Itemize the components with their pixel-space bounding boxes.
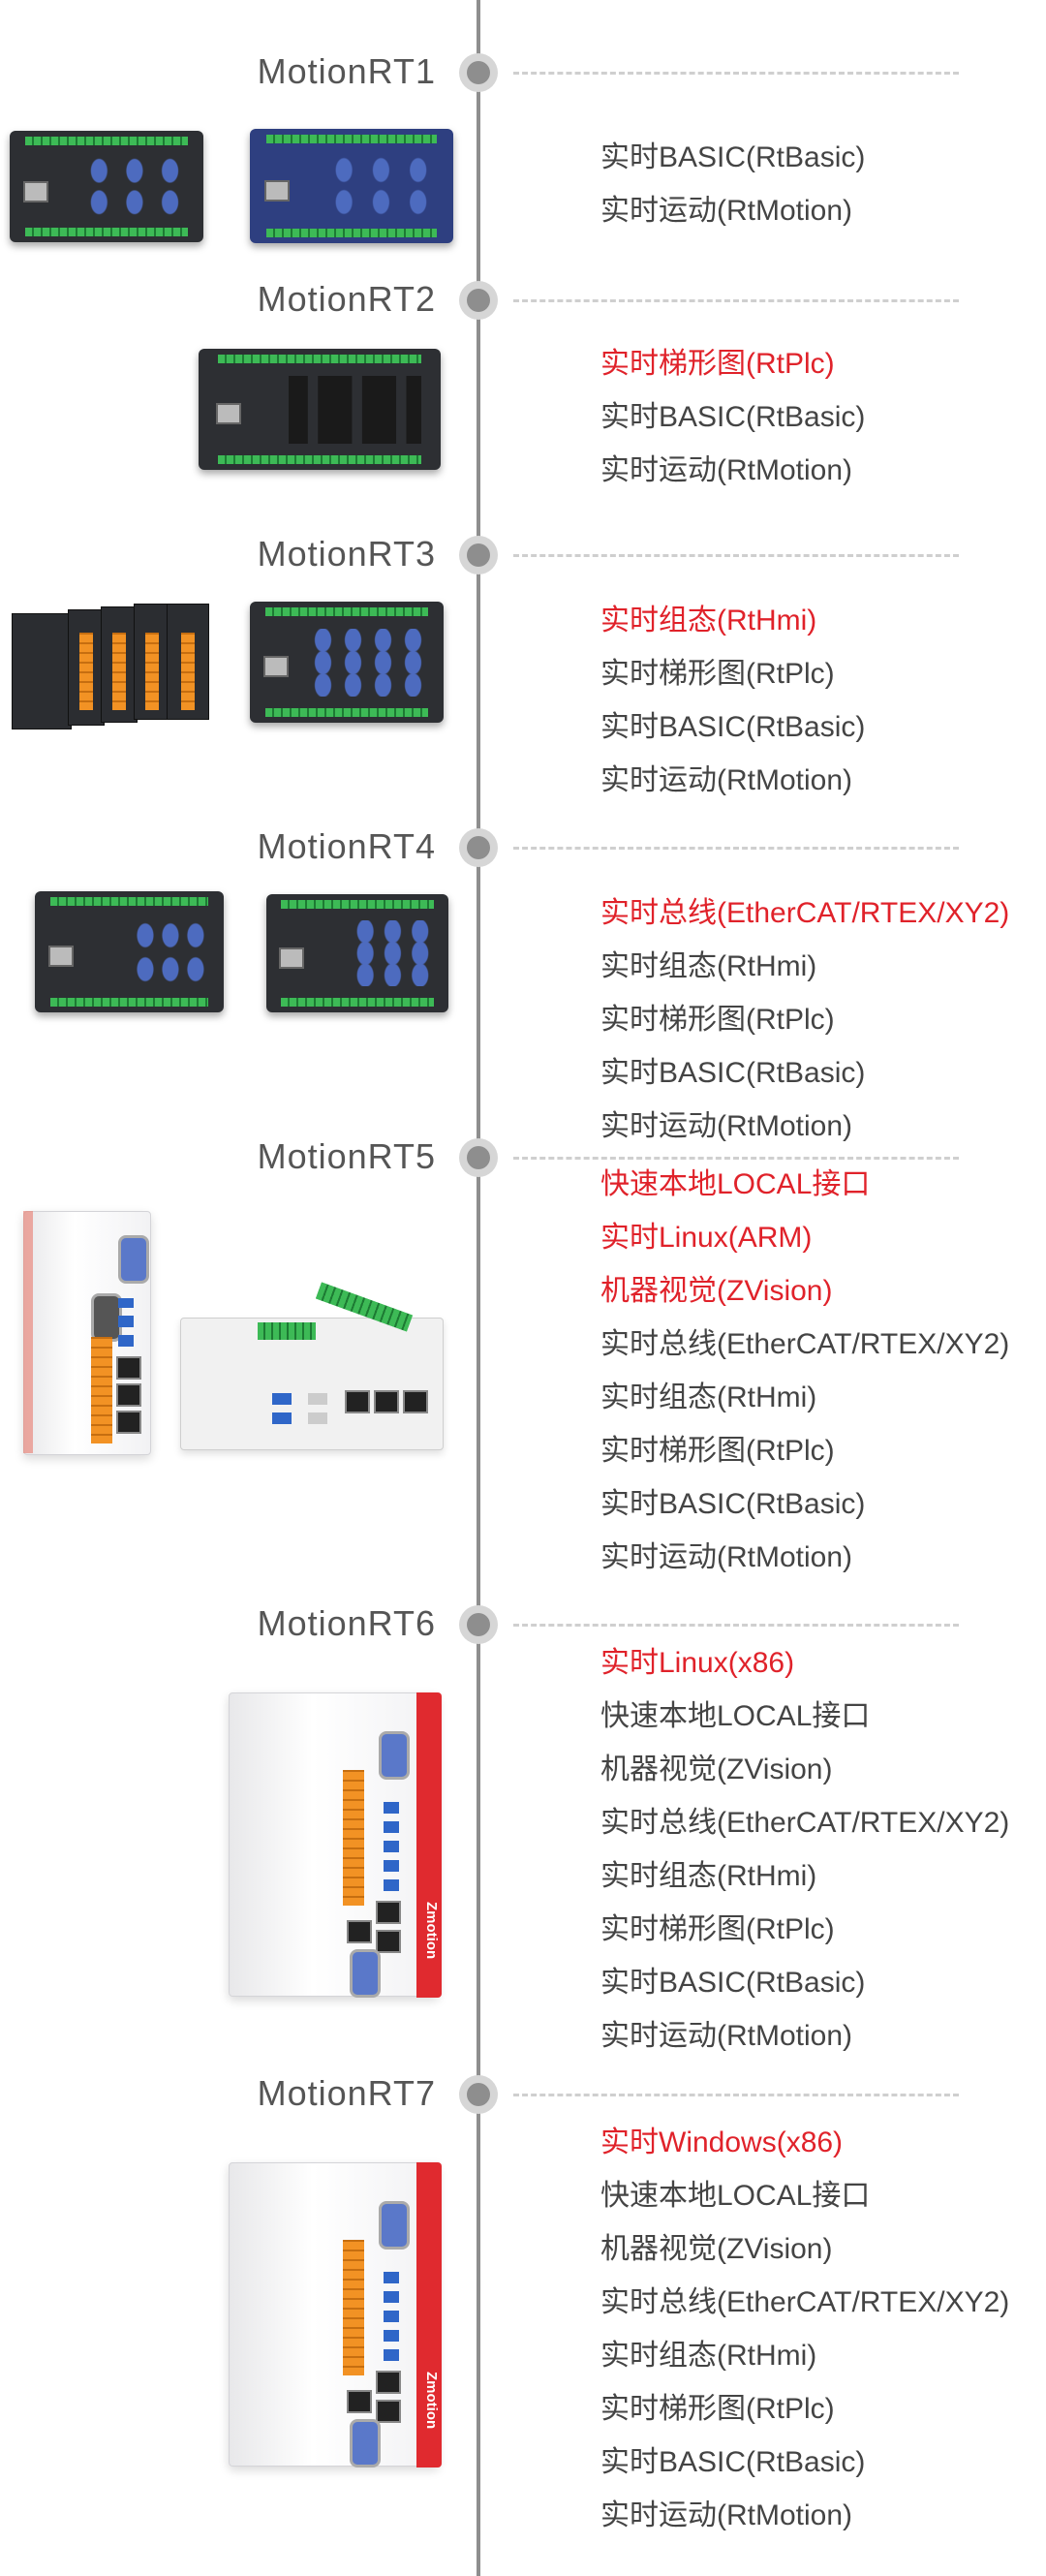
feature-item: 实时组态(RtHmi) (600, 605, 817, 636)
feature-item: 实时总线(EtherCAT/RTEX/XY2) (600, 1328, 1010, 1360)
feature-list: 实时Windows(x86) 快速本地LOCAL接口 机器视觉(ZVision)… (600, 2116, 1009, 2542)
industrial-pc-image: Zmotion (229, 2162, 442, 2467)
version-title: MotionRT4 (257, 826, 436, 866)
version-title: MotionRT2 (257, 279, 436, 319)
feature-list: 快速本地LOCAL接口 实时Linux(ARM) 机器视觉(ZVision) 实… (600, 1158, 1009, 1584)
feature-item: 实时运动(RtMotion) (600, 454, 853, 486)
feature-item: 实时Linux(x86) (600, 1647, 795, 1679)
version-title: MotionRT5 (257, 1136, 436, 1176)
feature-item: 实时总线(EtherCAT/RTEX/XY2) (600, 897, 1010, 929)
feature-item: 实时运动(RtMotion) (600, 195, 853, 227)
controller-board-image (199, 349, 441, 470)
industrial-pc-image: Zmotion (229, 1692, 442, 1998)
feature-item: 实时BASIC(RtBasic) (600, 1488, 866, 1520)
modular-controller-image (12, 604, 210, 729)
brand-label: Zmotion (423, 2371, 440, 2429)
dashed-connector (513, 72, 959, 75)
feature-list: 实时梯形图(RtPlc) 实时BASIC(RtBasic) 实时运动(RtMot… (600, 337, 865, 497)
feature-item: 快速本地LOCAL接口 (600, 1700, 871, 1732)
dashed-connector (513, 1157, 959, 1160)
feature-list: 实时Linux(x86) 快速本地LOCAL接口 机器视觉(ZVision) 实… (600, 1636, 1009, 2063)
embedded-controller-image (180, 1282, 446, 1458)
timeline-line (477, 0, 480, 2576)
version-title: MotionRT6 (257, 1603, 436, 1643)
feature-item: 实时总线(EtherCAT/RTEX/XY2) (600, 1807, 1010, 1839)
embedded-controller-image (23, 1211, 154, 1458)
dashed-connector (513, 847, 959, 850)
controller-board-image (10, 131, 203, 242)
feature-item: 实时BASIC(RtBasic) (600, 2446, 866, 2478)
version-title: MotionRT1 (257, 51, 436, 91)
feature-item: 实时梯形图(RtPlc) (600, 1435, 835, 1467)
feature-item: 实时梯形图(RtPlc) (600, 1913, 835, 1945)
brand-label: Zmotion (423, 1901, 440, 1959)
feature-list: 实时组态(RtHmi) 实时梯形图(RtPlc) 实时BASIC(RtBasic… (600, 594, 865, 807)
dashed-connector (513, 1624, 959, 1627)
feature-item: 实时总线(EtherCAT/RTEX/XY2) (600, 2286, 1010, 2318)
feature-item: 实时组态(RtHmi) (600, 1860, 817, 1892)
dashed-connector (513, 2094, 959, 2096)
feature-list: 实时BASIC(RtBasic) 实时运动(RtMotion) (600, 131, 865, 237)
feature-item: 实时BASIC(RtBasic) (600, 1967, 866, 1999)
timeline-node (459, 828, 498, 867)
dashed-connector (513, 299, 959, 302)
feature-item: 实时运动(RtMotion) (600, 764, 853, 796)
version-title: MotionRT3 (257, 534, 436, 574)
feature-item: 机器视觉(ZVision) (600, 2233, 833, 2265)
feature-item: 实时组态(RtHmi) (600, 1381, 817, 1413)
feature-item: 实时梯形图(RtPlc) (600, 658, 835, 690)
feature-item: 实时组态(RtHmi) (600, 2340, 817, 2372)
controller-board-image (266, 894, 448, 1012)
feature-item: 实时运动(RtMotion) (600, 1541, 853, 1573)
controller-board-image (250, 129, 453, 243)
controller-board-image (250, 602, 444, 723)
feature-item: 机器视觉(ZVision) (600, 1754, 833, 1785)
feature-item: 实时梯形图(RtPlc) (600, 2393, 835, 2425)
timeline-node (459, 53, 498, 92)
feature-item: 实时BASIC(RtBasic) (600, 401, 866, 433)
feature-item: 实时BASIC(RtBasic) (600, 141, 866, 173)
timeline-node (459, 1138, 498, 1177)
feature-item: 实时BASIC(RtBasic) (600, 1057, 866, 1089)
feature-item: 实时Windows(x86) (600, 2126, 844, 2158)
feature-item: 实时梯形图(RtPlc) (600, 1004, 835, 1036)
controller-board-image (35, 891, 224, 1012)
feature-item: 实时运动(RtMotion) (600, 2020, 853, 2052)
feature-list: 实时总线(EtherCAT/RTEX/XY2) 实时组态(RtHmi) 实时梯形… (600, 886, 1009, 1153)
feature-item: 实时梯形图(RtPlc) (600, 348, 835, 380)
feature-item: 机器视觉(ZVision) (600, 1275, 833, 1307)
feature-item: 快速本地LOCAL接口 (600, 1168, 871, 1200)
feature-item: 实时Linux(ARM) (600, 1222, 813, 1254)
feature-item: 快速本地LOCAL接口 (600, 2180, 871, 2212)
feature-item: 实时运动(RtMotion) (600, 1110, 853, 1142)
timeline-node (459, 1605, 498, 1644)
dashed-connector (513, 554, 959, 557)
timeline-node (459, 281, 498, 320)
timeline-node (459, 2075, 498, 2114)
feature-item: 实时运动(RtMotion) (600, 2499, 853, 2531)
timeline-node (459, 536, 498, 574)
version-title: MotionRT7 (257, 2073, 436, 2113)
feature-item: 实时BASIC(RtBasic) (600, 711, 866, 743)
feature-item: 实时组态(RtHmi) (600, 950, 817, 982)
